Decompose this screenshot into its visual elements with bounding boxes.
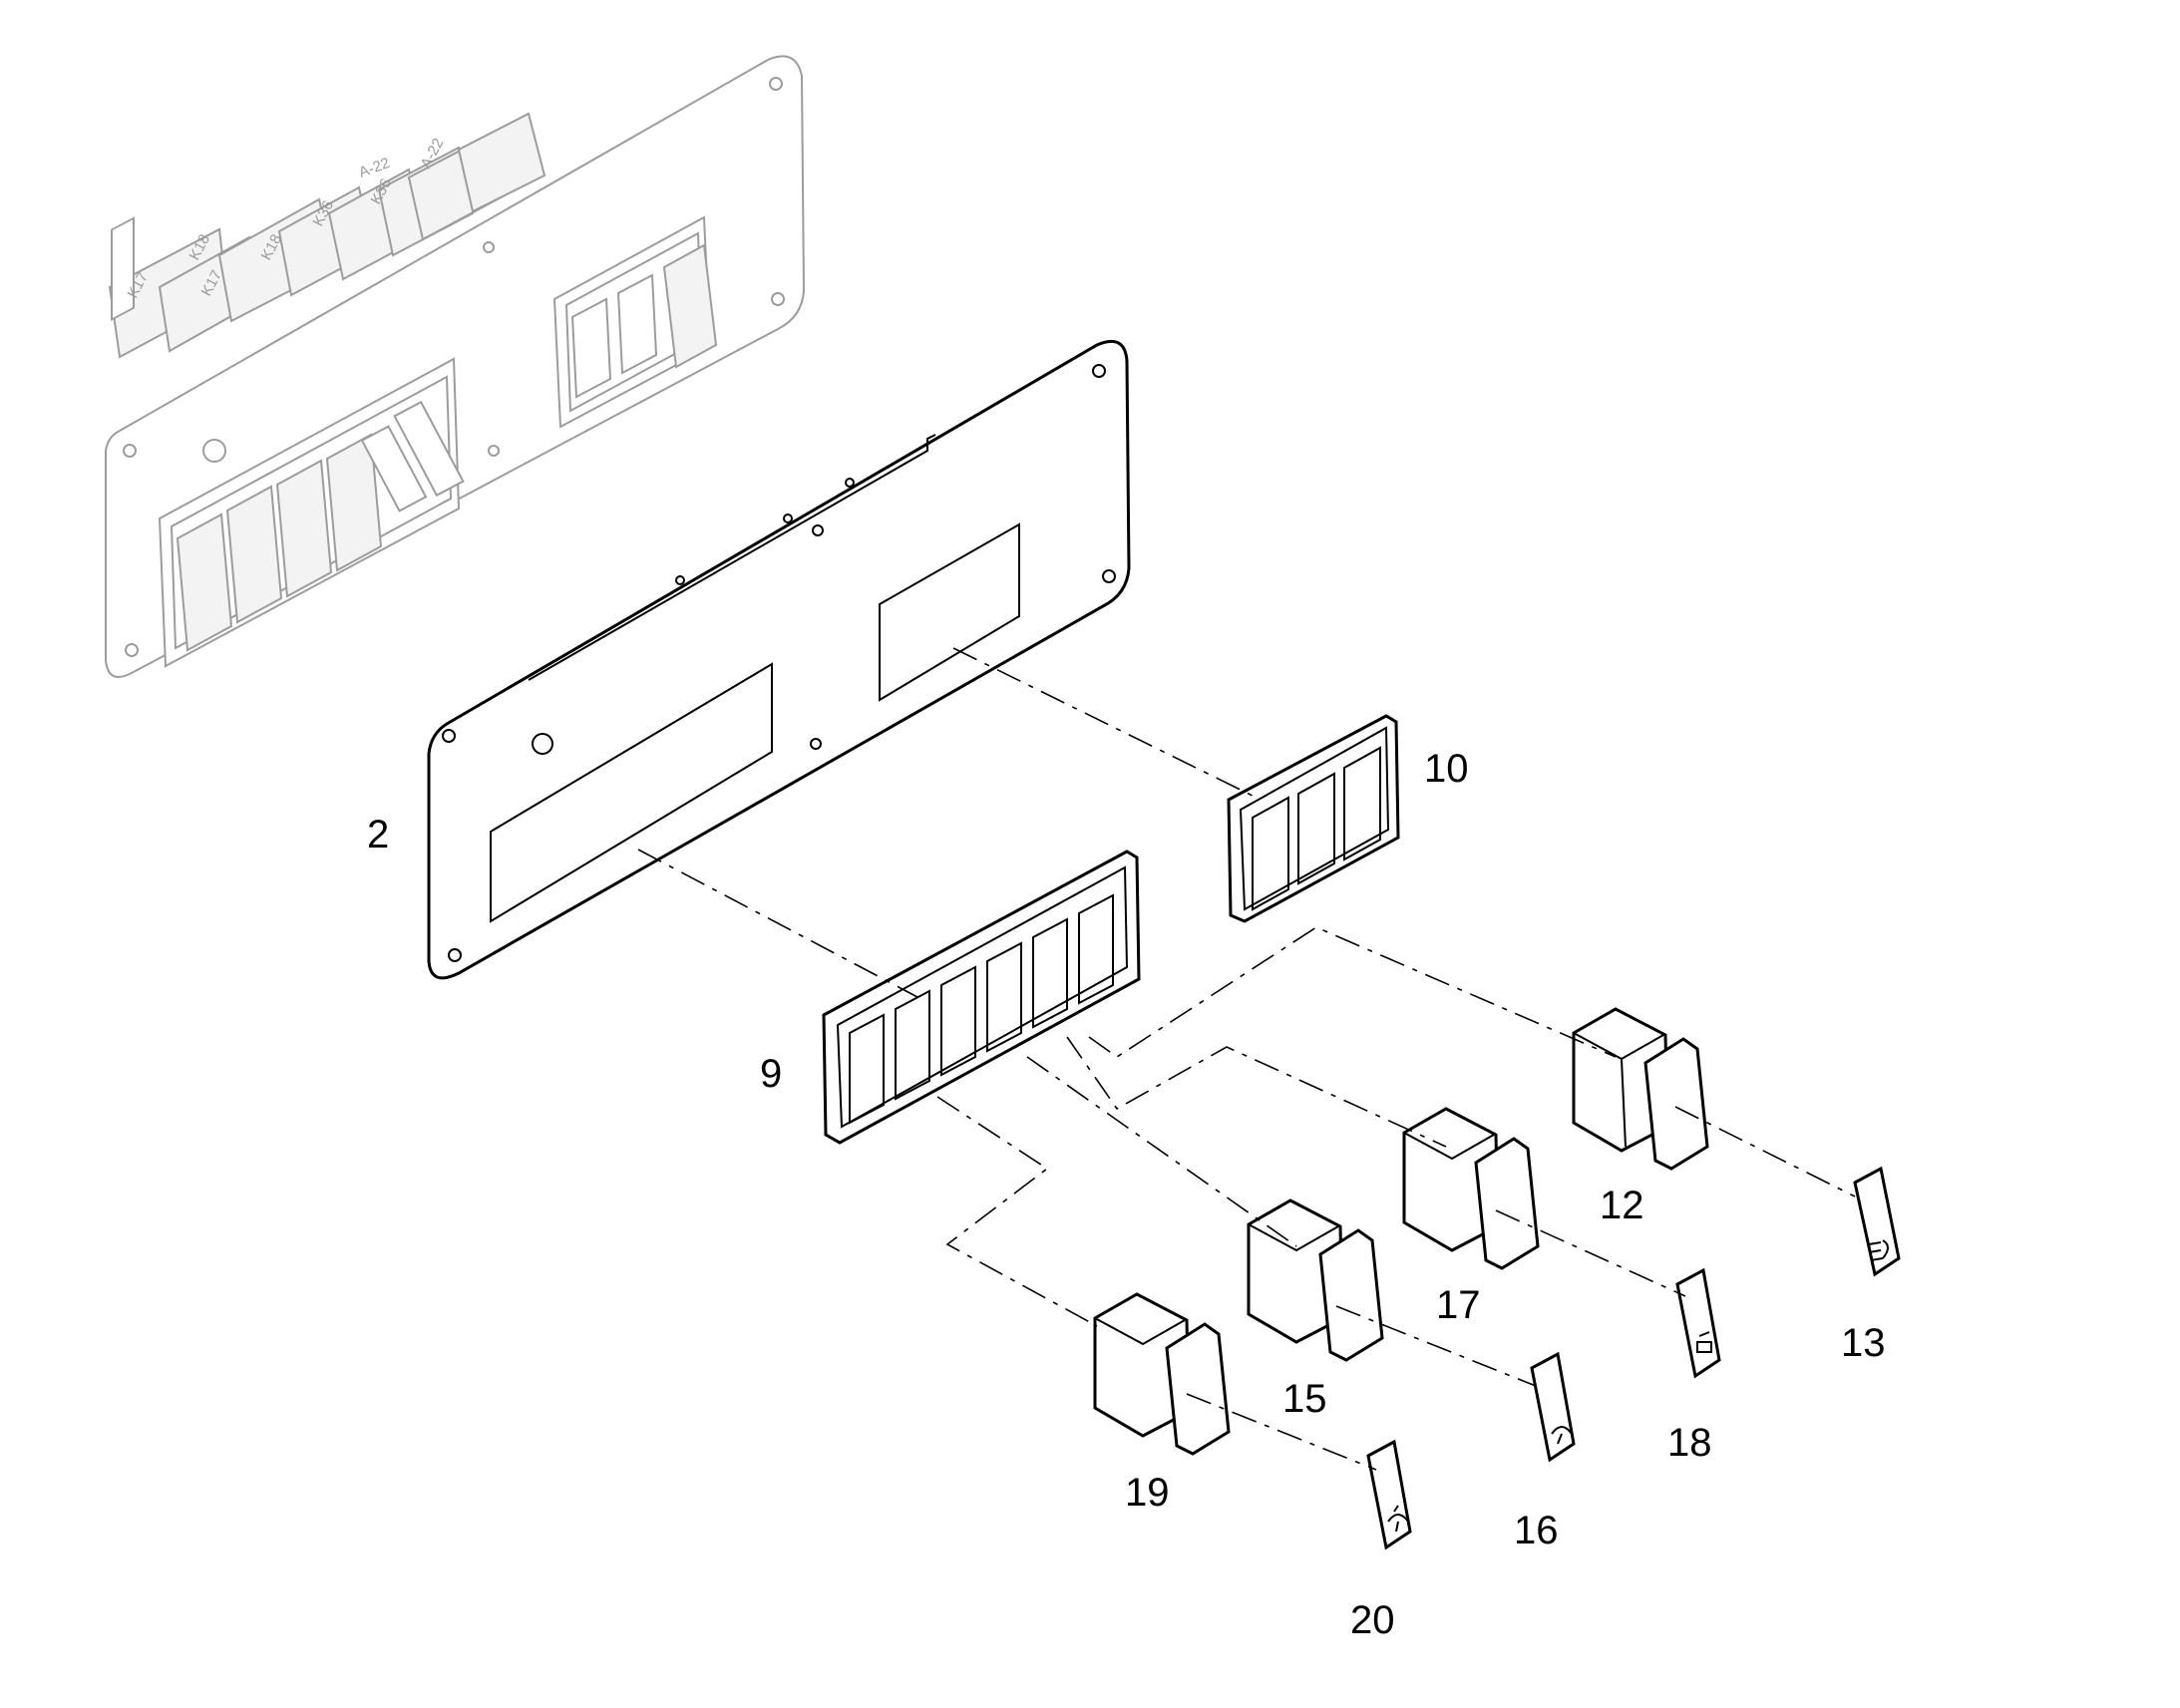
switch-frame-part-9 [822, 850, 1141, 1145]
lens-cap-part-16 [1530, 1351, 1576, 1463]
part-label-20: 20 [1350, 1598, 1395, 1642]
ghost-switch-cluster-right [552, 215, 718, 429]
part-label-15: 15 [1282, 1377, 1327, 1421]
lens-cap-part-13 [1853, 1166, 1901, 1277]
part-label-16: 16 [1514, 1509, 1559, 1552]
rocker-switch-part-12 [1572, 1007, 1709, 1171]
part-label-18: 18 [1667, 1421, 1712, 1465]
work-light-icon [1868, 1239, 1889, 1261]
ghost-switch-cluster-left [158, 357, 465, 668]
wiper-icon [1551, 1426, 1573, 1445]
part-number-labels: 2 10 9 12 13 17 18 15 16 19 20 [367, 747, 1886, 1642]
part-label-12: 12 [1600, 1184, 1644, 1227]
fan-icon [1696, 1331, 1712, 1353]
part-label-17: 17 [1436, 1283, 1481, 1327]
part-label-19: 19 [1125, 1471, 1170, 1515]
rocker-switch-part-15 [1247, 1198, 1384, 1362]
part-label-13: 13 [1841, 1321, 1886, 1365]
lens-cap-part-18 [1675, 1267, 1721, 1379]
switch-frame-part-10 [1227, 714, 1400, 923]
rocker-switch-part-17 [1402, 1107, 1540, 1270]
bezel-plate-part-2 [427, 340, 1131, 980]
lens-cap-part-20 [1366, 1439, 1412, 1550]
washer-icon [1387, 1505, 1409, 1533]
part-label-10: 10 [1424, 747, 1469, 791]
relay-label-7: A-22 [357, 155, 393, 181]
part-label-9: 9 [760, 1052, 782, 1096]
rocker-switch-part-19 [1093, 1292, 1231, 1456]
assembled-panel-reference: K17 K18 K17 K18 K36 K36 A-22 A-22 [105, 55, 806, 678]
part-label-2: 2 [367, 813, 389, 856]
leader-lines [637, 647, 1856, 1471]
